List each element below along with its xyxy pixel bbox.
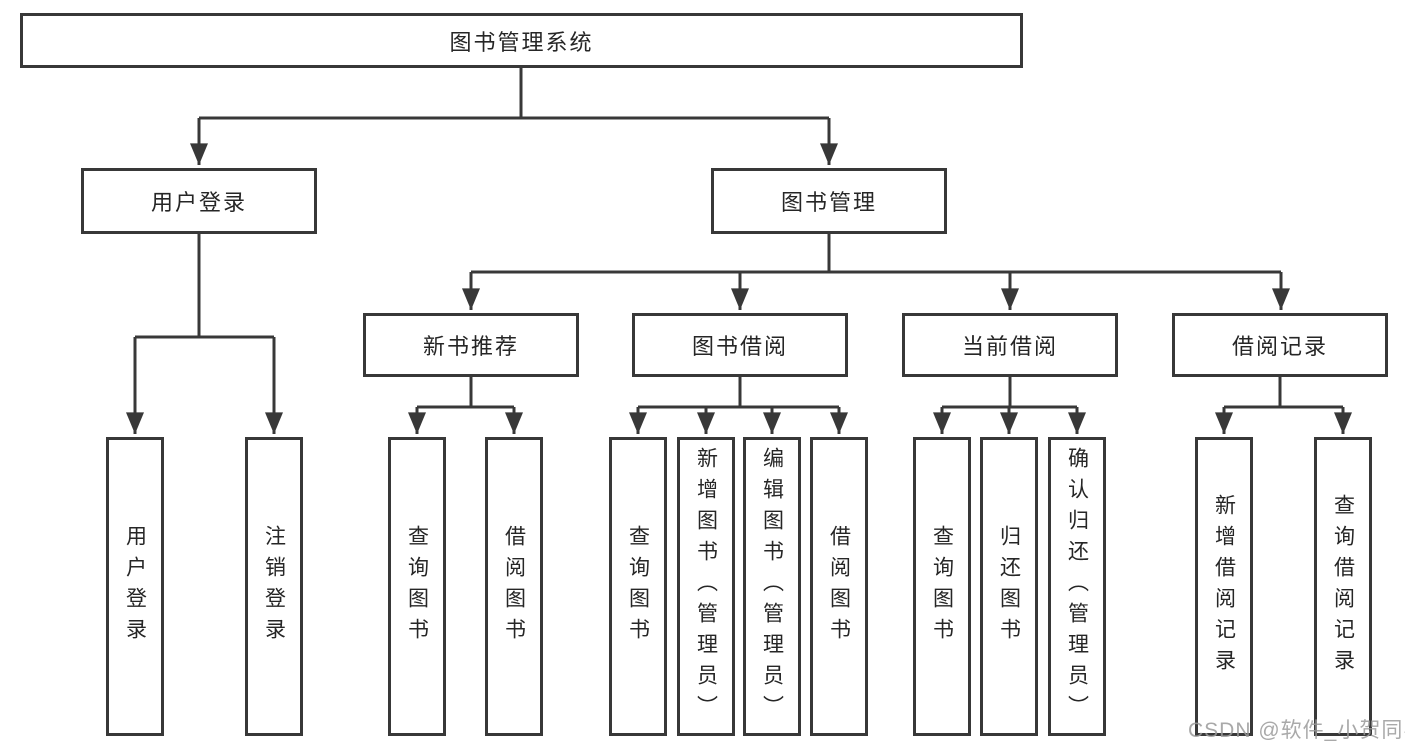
- node-book-borrow: 图书借阅: [632, 313, 848, 377]
- leaf-cb-return-book: 归还图书: [980, 437, 1038, 736]
- leaf-bb-query-book: 查询图书: [609, 437, 667, 736]
- node-current-borrow: 当前借阅: [902, 313, 1118, 377]
- leaf-nbr-borrow-book: 借阅图书: [485, 437, 543, 736]
- node-user-login-branch: 用户登录: [81, 168, 317, 234]
- leaf-user-login: 用户登录: [106, 437, 164, 736]
- leaf-nbr-query-book: 查询图书: [388, 437, 446, 736]
- node-book-management: 图书管理: [711, 168, 947, 234]
- leaf-cb-query-book: 查询图书: [913, 437, 971, 736]
- leaf-cb-confirm-return-admin: 确认归还（管理员）: [1048, 437, 1106, 736]
- leaf-bb-borrow-book: 借阅图书: [810, 437, 868, 736]
- csdn-watermark: CSDN @软件_小贺同学: [1188, 719, 1405, 742]
- leaf-bb-edit-book-admin: 编辑图书（管理员）: [743, 437, 801, 736]
- leaf-logout: 注销登录: [245, 437, 303, 736]
- node-borrow-records: 借阅记录: [1172, 313, 1388, 377]
- node-new-book-recommend: 新书推荐: [363, 313, 579, 377]
- leaf-bb-add-book-admin: 新增图书（管理员）: [677, 437, 735, 736]
- leaf-br-add-record: 新增借阅记录: [1195, 437, 1253, 736]
- leaf-br-query-record: 查询借阅记录: [1314, 437, 1372, 736]
- node-root-system: 图书管理系统: [20, 13, 1023, 68]
